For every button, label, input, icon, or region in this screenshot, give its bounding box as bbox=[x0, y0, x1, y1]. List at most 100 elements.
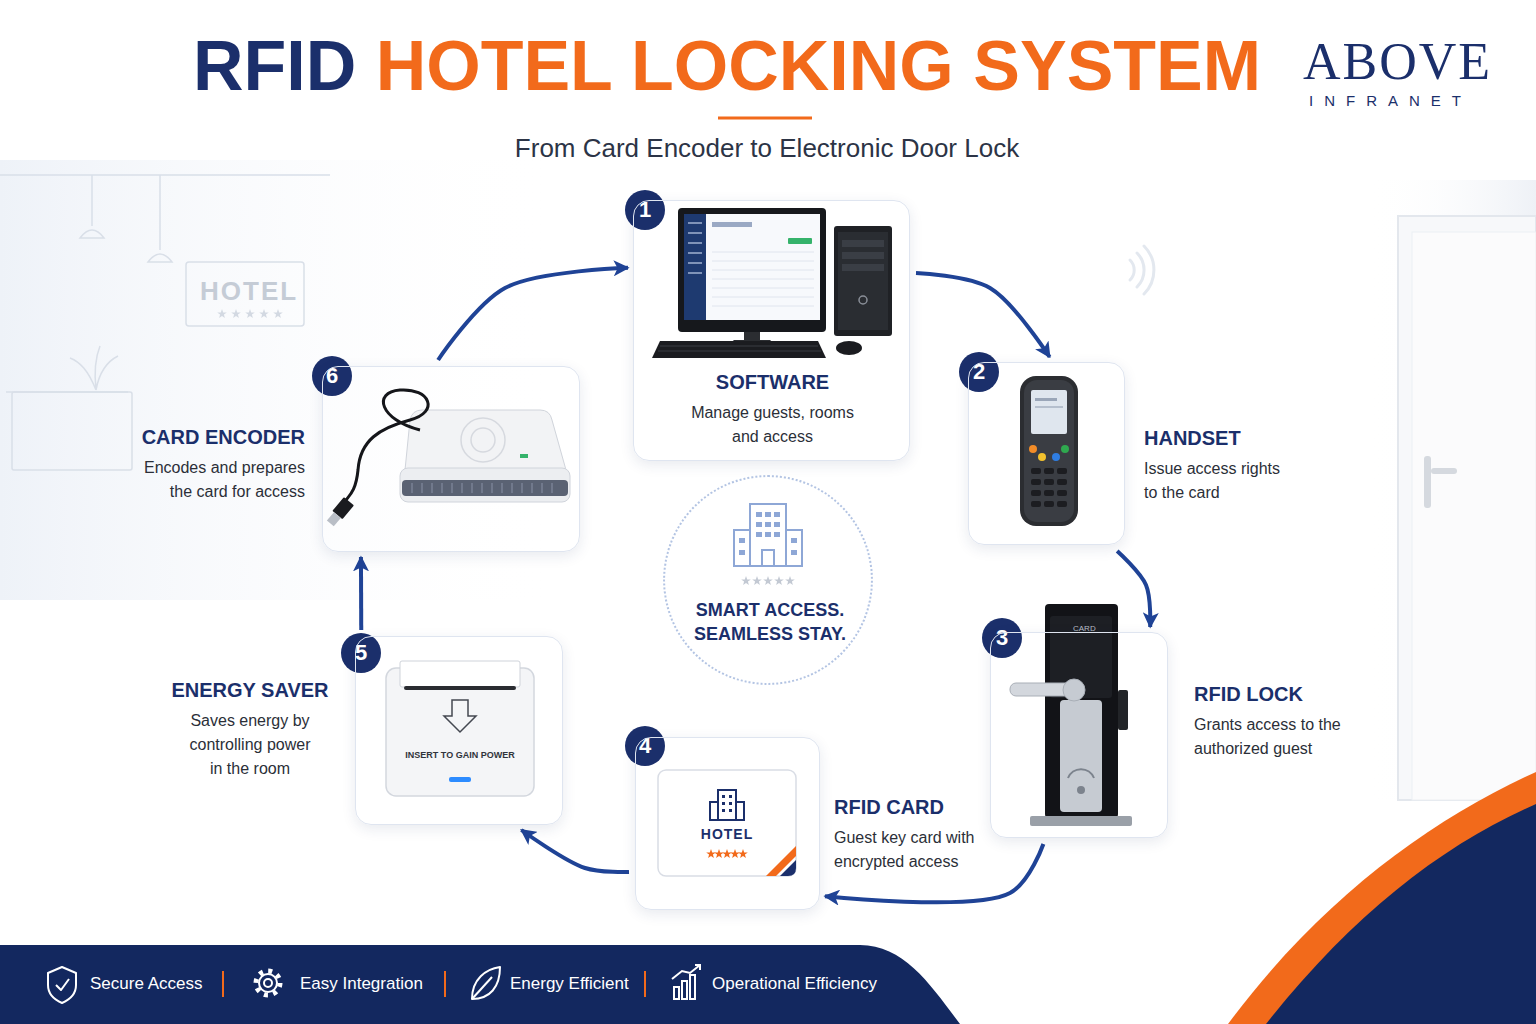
corner-swoosh bbox=[1228, 772, 1536, 1024]
shield-icon bbox=[48, 967, 76, 1003]
diagram-title: RFID HOTEL LOCKING SYSTEM bbox=[193, 26, 1261, 106]
door-sketch bbox=[1412, 232, 1536, 800]
wifi-waves bbox=[1130, 246, 1154, 294]
rfid-lock-illustration bbox=[1118, 690, 1128, 730]
callout-number: 1 bbox=[625, 190, 665, 230]
computer-illustration bbox=[712, 288, 814, 289]
step-description: Grants access to the authorized guest bbox=[1194, 713, 1376, 761]
rfid-lock-illustration bbox=[1068, 769, 1094, 778]
lobby-sketch bbox=[217, 309, 227, 318]
card-encoder-illustration bbox=[421, 483, 423, 493]
computer-illustration bbox=[688, 222, 702, 224]
logo-wordmark: ABOVE bbox=[1303, 34, 1492, 90]
computer-illustration bbox=[712, 270, 814, 271]
card-encoder-illustration bbox=[491, 483, 493, 493]
building-icon bbox=[734, 504, 802, 566]
handset-illustration bbox=[1057, 501, 1067, 507]
step-title: HANDSET bbox=[1144, 425, 1309, 451]
card-encoder-illustration bbox=[471, 428, 495, 452]
step-description: Encodes and prepares the card for access bbox=[135, 456, 305, 504]
computer-illustration bbox=[842, 252, 884, 259]
computer-illustration bbox=[712, 306, 814, 307]
handset-illustration bbox=[1020, 376, 1078, 526]
handset-illustration bbox=[1038, 453, 1046, 461]
key-card-illustration bbox=[766, 846, 796, 876]
callout-number: 2 bbox=[959, 352, 999, 392]
flow-arrow bbox=[359, 557, 363, 630]
lobby-sketch bbox=[0, 174, 330, 176]
door-sketch bbox=[1424, 456, 1431, 508]
key-card-illustration bbox=[714, 849, 724, 858]
lobby-sketch bbox=[80, 230, 104, 238]
chart-icon bbox=[672, 965, 700, 999]
computer-illustration bbox=[658, 346, 821, 351]
computer-illustration bbox=[712, 279, 814, 280]
key-card-illustration bbox=[722, 795, 732, 812]
building-icon bbox=[785, 576, 795, 585]
building-icon bbox=[739, 550, 745, 555]
computer-illustration bbox=[678, 208, 826, 332]
energy-saver-illustration bbox=[444, 700, 476, 732]
computer-illustration bbox=[834, 226, 892, 336]
energy-saver-illustration bbox=[400, 661, 520, 687]
tagline-circle: SMART ACCESS. SEAMLESS STAY. bbox=[663, 475, 873, 685]
flow-arrow bbox=[521, 830, 629, 872]
computer-illustration bbox=[688, 252, 702, 254]
building-icon bbox=[774, 532, 780, 537]
building-icon bbox=[765, 522, 771, 527]
lobby-sketch bbox=[245, 309, 255, 318]
gear-icon bbox=[256, 971, 280, 995]
card-encoder-illustration bbox=[471, 483, 473, 493]
computer-illustration bbox=[842, 240, 884, 247]
step-title: CARD ENCODER bbox=[135, 424, 305, 450]
card-encoder-illustration bbox=[520, 454, 528, 458]
key-card-illustration bbox=[722, 849, 732, 858]
text-group: ENERGY SAVERSaves energy by controlling … bbox=[161, 677, 339, 781]
card-encoder-illustration bbox=[461, 483, 463, 493]
corner-swoosh bbox=[1228, 772, 1536, 1024]
card-encoder-illustration bbox=[461, 418, 505, 462]
shield-icon bbox=[56, 979, 69, 990]
building-icon bbox=[774, 512, 780, 517]
key-card-illustration bbox=[718, 790, 736, 820]
computer-illustration bbox=[838, 232, 888, 330]
building-icon bbox=[741, 576, 795, 585]
callout-number: 6 bbox=[312, 356, 352, 396]
key-card-illustration bbox=[722, 795, 725, 798]
computer-illustration bbox=[652, 208, 892, 358]
key-card-illustration bbox=[710, 802, 718, 820]
lobby-sketch bbox=[70, 346, 118, 390]
building-icon bbox=[762, 550, 774, 566]
computer-illustration bbox=[688, 222, 702, 274]
building-icon bbox=[756, 532, 762, 537]
power-switch-text: INSERT TO GAIN POWER bbox=[405, 750, 514, 761]
step-card: RFID CARDGuest key card with encrypted a… bbox=[635, 737, 820, 910]
flow-arrow bbox=[916, 273, 1050, 357]
computer-illustration bbox=[712, 252, 814, 253]
building-icon bbox=[786, 530, 802, 566]
separator bbox=[222, 971, 224, 997]
lobby-sketch bbox=[217, 309, 283, 318]
text-group: SMART ACCESS. SEAMLESS STAY. bbox=[685, 598, 855, 646]
card-encoder-illustration bbox=[325, 390, 570, 528]
shield-icon bbox=[48, 967, 76, 1003]
key-card-illustration bbox=[706, 849, 748, 858]
key-card-illustration bbox=[706, 849, 716, 858]
lobby-sketch bbox=[259, 309, 269, 318]
building-icon bbox=[739, 538, 745, 543]
key-card-illustration bbox=[658, 770, 796, 876]
building-icon bbox=[763, 576, 773, 585]
handset-illustration bbox=[1020, 376, 1078, 526]
chart-icon bbox=[690, 975, 695, 999]
computer-illustration bbox=[660, 346, 818, 347]
key-card-illustration bbox=[710, 790, 744, 820]
building-icon bbox=[752, 576, 762, 585]
subtitle: From Card Encoder to Electronic Door Loc… bbox=[515, 132, 1019, 164]
building-icon bbox=[756, 512, 762, 517]
card-encoder-illustration bbox=[400, 468, 570, 502]
lobby-sketch bbox=[6, 391, 128, 393]
rfid-lock-illustration bbox=[1077, 786, 1085, 794]
logo-tagline: INFRANET bbox=[1309, 92, 1472, 110]
handset-illustration bbox=[1035, 398, 1057, 401]
gear-icon bbox=[259, 974, 277, 992]
